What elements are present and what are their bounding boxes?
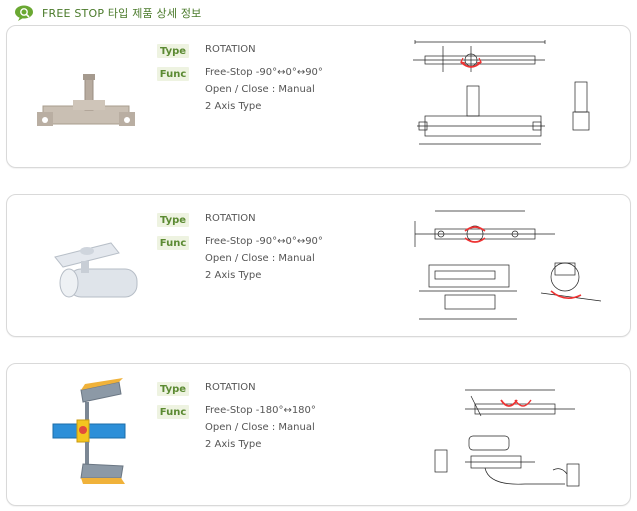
technical-drawing-2 [414,210,602,320]
func-badge: Func [157,236,189,250]
type-badge: Type [157,213,189,227]
product-card-3: Type ROTATION Func Free-Stop -180°↔180° … [6,363,631,506]
func-line-1: Free-Stop -180°↔180° [205,405,316,416]
product-image-2 [54,242,138,298]
func-badge: Func [157,405,189,419]
type-badge: Type [157,44,189,58]
type-value: ROTATION [205,382,256,393]
func-line-1: Free-Stop -90°↔0°↔90° [205,236,323,247]
func-line-3: 2 Axis Type [205,101,262,112]
func-line-2: Open / Close : Manual [205,84,315,95]
func-line-3: 2 Axis Type [205,270,262,281]
technical-drawing-1 [413,40,590,145]
func-line-1: Free-Stop -90°↔0°↔90° [205,67,323,78]
type-value: ROTATION [205,44,256,55]
product-card-1: Type ROTATION Func Free-Stop -90°↔0°↔90°… [6,25,631,168]
func-line-3: 2 Axis Type [205,439,262,450]
product-image-1 [37,74,135,126]
func-line-2: Open / Close : Manual [205,422,315,433]
speech-bubble-icon [15,5,33,21]
product-image-3 [52,378,126,484]
technical-drawing-3 [434,389,580,487]
section-header: FREE STOP 타입 제품 상세 정보 [14,4,202,22]
type-value: ROTATION [205,213,256,224]
func-badge: Func [157,67,189,81]
section-title: FREE STOP 타입 제품 상세 정보 [42,7,202,20]
func-line-2: Open / Close : Manual [205,253,315,264]
type-badge: Type [157,382,189,396]
product-card-2: Type ROTATION Func Free-Stop -90°↔0°↔90°… [6,194,631,337]
